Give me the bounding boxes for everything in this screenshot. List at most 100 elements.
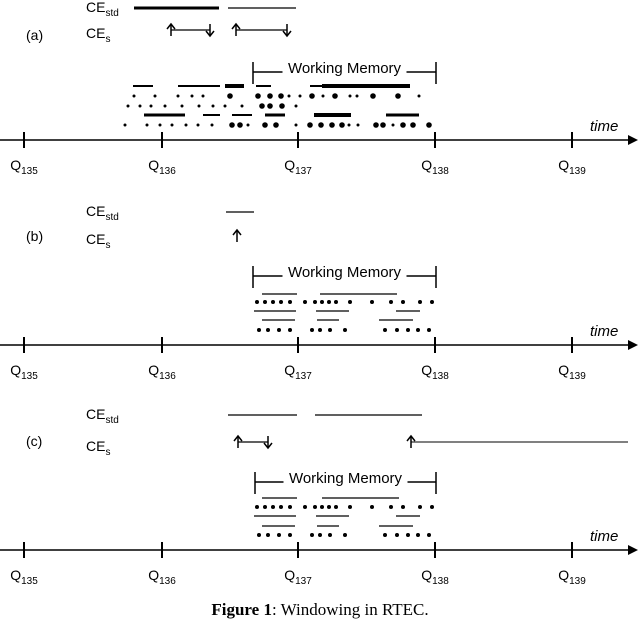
event-dot bbox=[370, 300, 374, 304]
query-tick-label: Q136 bbox=[148, 157, 176, 177]
event-stream bbox=[123, 84, 432, 128]
event-dot bbox=[190, 94, 194, 98]
event-dot bbox=[149, 104, 153, 108]
event-dot bbox=[383, 533, 387, 537]
event-dot bbox=[370, 505, 374, 509]
query-tick-label: Q136 bbox=[148, 362, 176, 382]
query-tick-label-main: Q bbox=[10, 567, 21, 583]
event-dot bbox=[320, 505, 324, 509]
query-tick-label-main: Q bbox=[148, 567, 159, 583]
event-dot bbox=[273, 122, 279, 128]
query-tick-label-main: Q bbox=[10, 157, 21, 173]
wm-label-bg bbox=[282, 58, 407, 78]
ce-s-label-sub: s bbox=[105, 34, 110, 45]
time-axis-arrowhead-icon bbox=[628, 340, 638, 350]
event-dot bbox=[318, 122, 324, 128]
event-dot bbox=[321, 94, 325, 98]
query-tick-label-sub: 136 bbox=[159, 576, 176, 587]
event-dot bbox=[334, 300, 338, 304]
event-dot bbox=[223, 104, 227, 108]
event-dot bbox=[229, 122, 235, 128]
query-tick-label-sub: 137 bbox=[295, 166, 312, 177]
event-dot bbox=[327, 300, 331, 304]
event-dot bbox=[348, 94, 352, 98]
query-tick-label: Q137 bbox=[284, 567, 312, 587]
ce-s-label: CEs bbox=[86, 231, 110, 251]
ce-std-label-sub: std bbox=[105, 415, 118, 426]
ce-s-label: CEs bbox=[86, 438, 110, 458]
query-tick-label-sub: 139 bbox=[569, 371, 586, 382]
event-dot bbox=[267, 93, 273, 99]
event-dot bbox=[389, 505, 393, 509]
event-dot bbox=[277, 328, 281, 332]
event-dot bbox=[328, 533, 332, 537]
up-arrow-head bbox=[406, 434, 416, 442]
event-dot bbox=[288, 533, 292, 537]
event-dot bbox=[298, 94, 302, 98]
event-dot bbox=[318, 328, 322, 332]
ce-std-label-main: CE bbox=[86, 203, 105, 219]
query-tick-label-sub: 138 bbox=[432, 166, 449, 177]
event-dot bbox=[153, 94, 157, 98]
caption-text: : Windowing in RTEC. bbox=[271, 600, 429, 619]
event-dot bbox=[158, 123, 162, 127]
query-tick-label-main: Q bbox=[284, 362, 295, 378]
event-dot bbox=[320, 300, 324, 304]
query-tick-label-main: Q bbox=[558, 362, 569, 378]
event-dot bbox=[288, 300, 292, 304]
event-dot bbox=[196, 123, 200, 127]
event-dot bbox=[288, 328, 292, 332]
event-dot bbox=[430, 505, 434, 509]
query-tick-label: Q139 bbox=[558, 567, 586, 587]
query-tick-label: Q136 bbox=[148, 567, 176, 587]
working-memory-label: Working Memory bbox=[288, 60, 402, 77]
event-dot bbox=[257, 328, 261, 332]
event-dot bbox=[132, 94, 136, 98]
working-memory-label: Working Memory bbox=[288, 264, 402, 281]
event-dot bbox=[383, 328, 387, 332]
event-dot bbox=[334, 505, 338, 509]
event-dot bbox=[294, 123, 298, 127]
panel-label: (a) bbox=[26, 27, 43, 43]
event-dot bbox=[255, 93, 261, 99]
event-dot bbox=[263, 300, 267, 304]
event-dot bbox=[123, 123, 127, 127]
query-tick-label: Q138 bbox=[421, 157, 449, 177]
event-dot bbox=[310, 328, 314, 332]
up-arrow-head bbox=[232, 228, 242, 236]
event-dot bbox=[391, 123, 395, 127]
event-dot bbox=[303, 300, 307, 304]
event-dot bbox=[356, 123, 360, 127]
down-arrow-icon bbox=[282, 24, 292, 38]
working-memory-bracket: Working Memory bbox=[252, 262, 437, 288]
event-dot bbox=[267, 103, 273, 109]
event-dot bbox=[417, 94, 421, 98]
query-tick-label-main: Q bbox=[10, 362, 21, 378]
event-dot bbox=[310, 533, 314, 537]
ce-s-label-sub: s bbox=[105, 447, 110, 458]
event-dot bbox=[201, 94, 205, 98]
event-dot bbox=[163, 104, 167, 108]
query-tick-label-sub: 136 bbox=[159, 166, 176, 177]
query-tick-label-sub: 135 bbox=[21, 576, 38, 587]
event-dot bbox=[313, 300, 317, 304]
event-dot bbox=[255, 505, 259, 509]
query-tick-label-sub: 136 bbox=[159, 371, 176, 382]
event-dot bbox=[211, 104, 215, 108]
event-dot bbox=[400, 122, 406, 128]
event-dot bbox=[401, 505, 405, 509]
event-dot bbox=[427, 328, 431, 332]
event-dot bbox=[395, 533, 399, 537]
event-dot bbox=[348, 505, 352, 509]
wm-label-bg bbox=[282, 262, 407, 282]
query-tick-label: Q138 bbox=[421, 567, 449, 587]
down-arrow-icon bbox=[263, 436, 273, 450]
query-tick-label-sub: 135 bbox=[21, 166, 38, 177]
down-arrow-head bbox=[263, 442, 273, 450]
query-tick-label-sub: 138 bbox=[432, 576, 449, 587]
event-dot bbox=[401, 300, 405, 304]
event-dot bbox=[416, 328, 420, 332]
